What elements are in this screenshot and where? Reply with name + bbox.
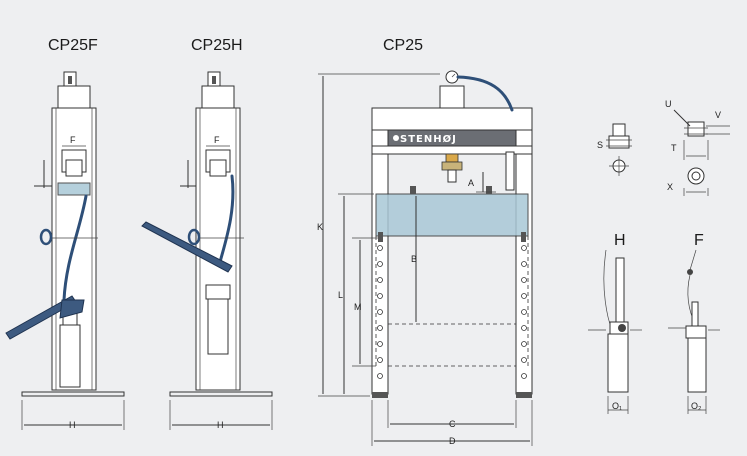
- dim-c: C: [449, 419, 456, 429]
- dim-h-cp25h: H: [217, 420, 224, 430]
- dim-x: X: [667, 182, 673, 192]
- cp25h-side-view: F H: [141, 71, 273, 430]
- dim-o1: O₁: [612, 401, 622, 411]
- dim-f-cp25f: F: [70, 135, 76, 145]
- title-cp25: CP25: [383, 37, 423, 54]
- dim-k: K: [317, 222, 323, 232]
- cp25-front-view: STENHØJ: [371, 70, 533, 398]
- cp25f-side-view: F H: [5, 71, 125, 430]
- title-cp25h: CP25H: [191, 37, 243, 54]
- detail-f-pump: O₂: [668, 249, 720, 414]
- upright-holes-right: [521, 245, 527, 379]
- detail-title-h: H: [614, 232, 626, 249]
- dim-s: S: [597, 140, 603, 150]
- dim-h-cp25f: H: [69, 420, 76, 430]
- detail-uvtx: U V T X: [665, 99, 730, 196]
- dim-t: T: [671, 143, 677, 153]
- dim-f-cp25h: F: [214, 135, 220, 145]
- detail-h-pump: O₁: [588, 249, 642, 414]
- dim-d: D: [449, 436, 456, 446]
- brand-logo-text: STENHØJ: [400, 133, 457, 145]
- dim-a: A: [468, 178, 474, 188]
- dim-b: B: [411, 254, 417, 264]
- cp25-dimensions: K L M A B C D: [317, 73, 533, 446]
- detail-s: S: [597, 123, 632, 176]
- dim-l: L: [338, 290, 343, 300]
- detail-title-f: F: [694, 232, 704, 249]
- dim-o2: O₂: [691, 401, 702, 411]
- dim-v: V: [715, 110, 721, 120]
- dim-u: U: [665, 99, 672, 109]
- title-cp25f: CP25F: [48, 37, 98, 54]
- dim-m: M: [354, 302, 362, 312]
- upright-holes-left: [377, 245, 383, 379]
